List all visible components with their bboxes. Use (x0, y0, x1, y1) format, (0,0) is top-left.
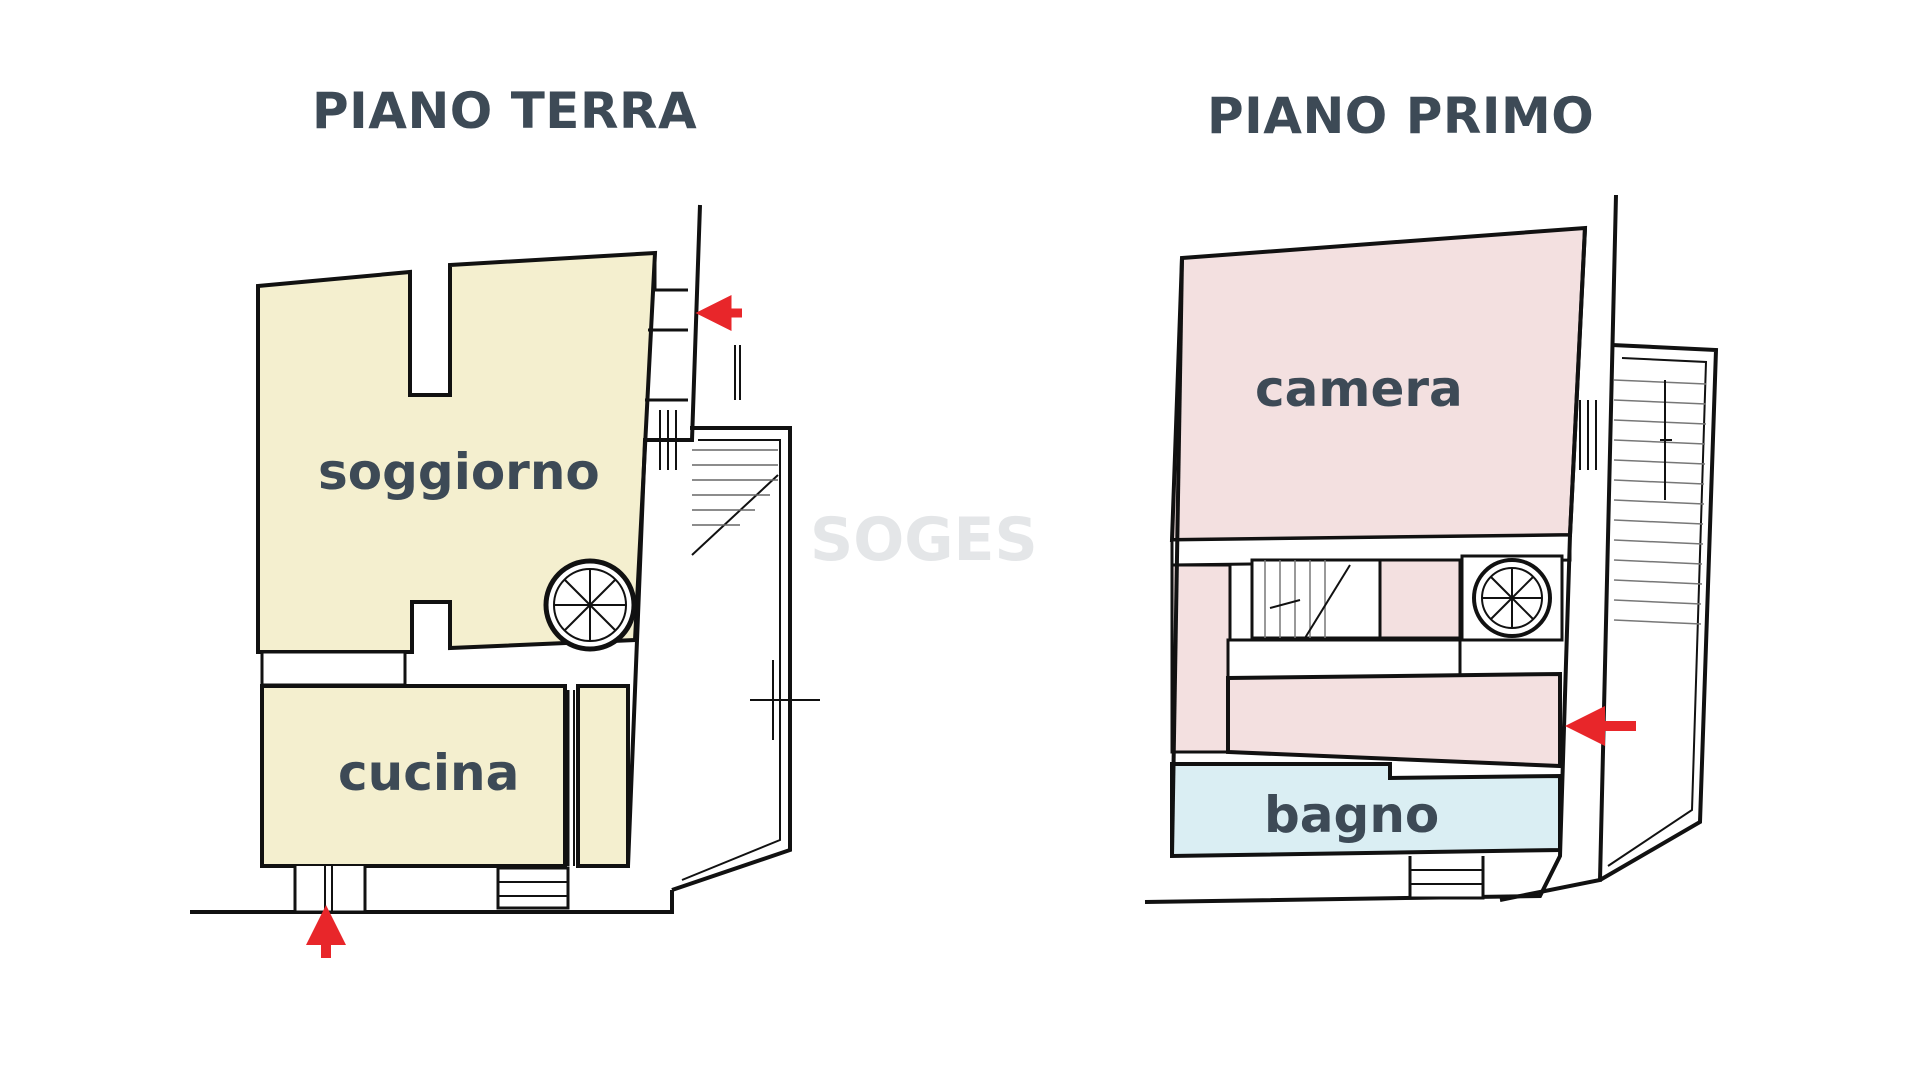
first-floor-plan: camera bagno (1144, 194, 1719, 904)
room-cucina (260, 684, 567, 868)
room-label-bagno: bagno (1264, 786, 1439, 844)
staircase-icon (659, 410, 677, 470)
first-floor-title: PIANO PRIMO (1207, 87, 1595, 145)
room-label-camera: camera (1255, 360, 1463, 418)
spiral-staircase-icon (543, 558, 637, 652)
room-soggiorno (256, 250, 658, 654)
ground-floor-title: PIANO TERRA (312, 82, 698, 140)
external-staircase (671, 345, 820, 892)
staircase-icon (1579, 400, 1597, 470)
room-label-soggiorno: soggiorno (318, 443, 600, 501)
staircase-icon (496, 866, 570, 910)
spiral-staircase-icon (1460, 554, 1564, 642)
ground-floor-plan: soggiorno cucina (190, 204, 820, 958)
staircase-icon (1250, 558, 1382, 640)
external-staircase (1598, 343, 1719, 882)
room-label-cucina: cucina (338, 744, 519, 802)
watermark: SOGES (810, 505, 1038, 575)
